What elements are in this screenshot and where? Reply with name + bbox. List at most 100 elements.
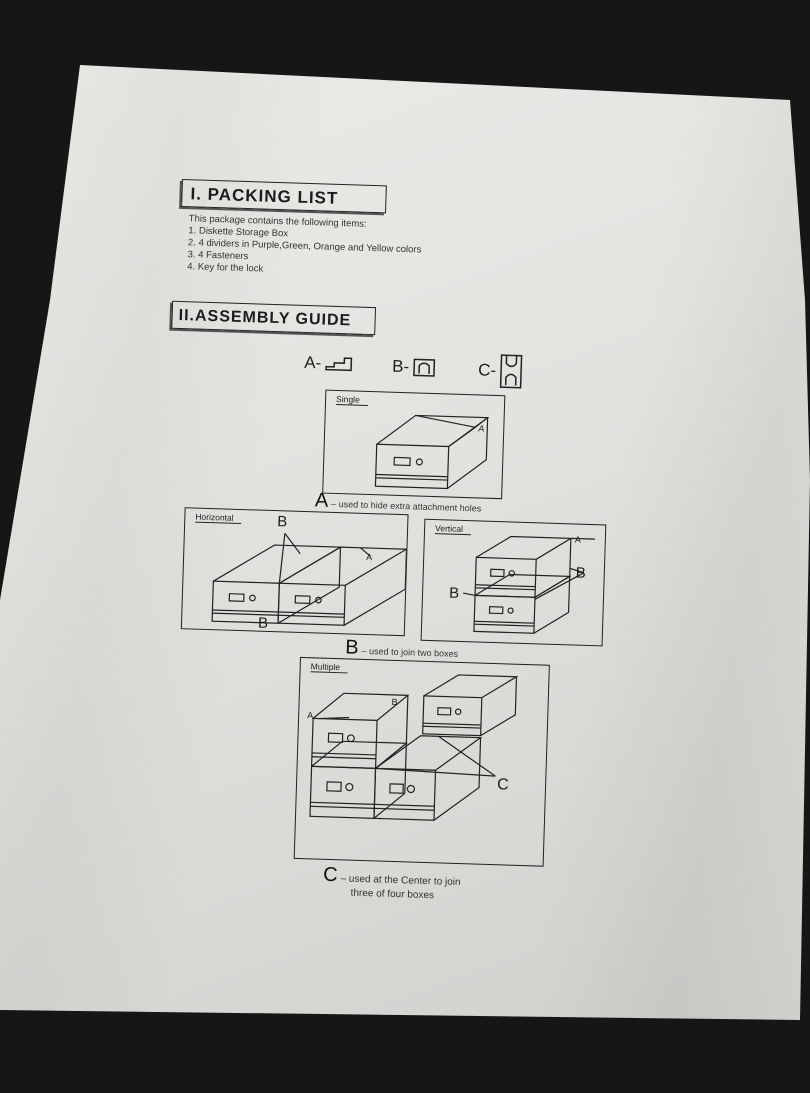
box-lock xyxy=(345,782,354,792)
box-stripe xyxy=(375,473,448,478)
fastener-a-icon xyxy=(325,357,353,372)
callout-b-left: B xyxy=(448,584,460,602)
box-stripe xyxy=(475,587,536,591)
caption-c: C– used at the Center to join three of f… xyxy=(322,864,461,902)
callout-line xyxy=(360,547,371,557)
box-stripe xyxy=(375,477,448,481)
box-front xyxy=(277,582,346,626)
callout-line xyxy=(570,537,595,540)
caption-b-letter: B xyxy=(344,636,360,659)
box-top xyxy=(375,735,483,771)
callout-a: A xyxy=(366,551,373,563)
box-top xyxy=(423,674,519,699)
callout-a: A xyxy=(574,534,582,545)
caption-c-letter: C xyxy=(322,863,338,887)
box-lock xyxy=(415,458,423,466)
box-stripe xyxy=(310,801,375,805)
box-label-window xyxy=(488,606,504,615)
box-label-window xyxy=(389,783,404,794)
fastener-c-icon xyxy=(499,354,523,389)
box-stripe xyxy=(422,725,481,729)
box-lock xyxy=(406,784,416,794)
box-stripe xyxy=(212,609,279,613)
callout-line xyxy=(375,767,496,777)
box-front xyxy=(211,580,280,624)
box-front xyxy=(309,765,377,819)
box-stripe xyxy=(310,805,375,809)
box-lock xyxy=(249,594,256,602)
box-label-window xyxy=(326,781,342,792)
part-c: C- xyxy=(478,352,524,389)
box-stripe xyxy=(278,614,345,618)
vertical-boxes-illustration xyxy=(462,535,595,634)
callout-line xyxy=(474,417,488,428)
callout-a: A xyxy=(307,710,314,721)
single-diagram: Single A xyxy=(322,389,506,500)
box-front xyxy=(374,443,450,490)
box-side xyxy=(533,576,571,634)
part-a: A- xyxy=(304,353,355,375)
box-stripe xyxy=(422,722,481,726)
box-lock xyxy=(507,607,514,614)
vertical-diagram: Vertical A B B xyxy=(420,518,607,647)
box-stripe xyxy=(474,623,535,627)
callout-line xyxy=(278,533,286,584)
callout-line xyxy=(534,572,585,600)
callout-b: B xyxy=(391,696,398,708)
horizontal-boxes-illustration xyxy=(211,533,408,626)
box-label-window xyxy=(294,595,311,605)
caption-b-text: – used to join two boxes xyxy=(361,645,459,659)
callout-line xyxy=(438,735,496,777)
box-top xyxy=(474,573,572,598)
box-top xyxy=(311,740,408,769)
box-front xyxy=(422,695,483,737)
box-stripe xyxy=(474,620,535,624)
box-label-window xyxy=(228,593,245,602)
box-front xyxy=(473,594,536,634)
box-side xyxy=(433,737,482,821)
box-label-window xyxy=(437,707,452,716)
box-stripe xyxy=(475,584,536,588)
box-side xyxy=(447,417,489,489)
box-top xyxy=(312,692,410,721)
box-stripe xyxy=(212,612,279,616)
box-stripe xyxy=(374,803,435,807)
callout-b-bottom: B xyxy=(257,614,269,632)
box-stripe xyxy=(278,611,345,615)
packing-list: This package contains the following item… xyxy=(187,213,422,280)
multiple-boxes-illustration xyxy=(309,674,519,821)
callout-line xyxy=(448,426,476,447)
box-side xyxy=(277,547,342,624)
box-front xyxy=(373,767,437,821)
callout-a: A xyxy=(478,423,485,434)
caption-c-text-line2: three of four boxes xyxy=(350,887,435,902)
part-b: B- xyxy=(392,356,437,379)
packing-list-title: I. PACKING LIST xyxy=(181,178,387,214)
part-c-label: C- xyxy=(477,360,497,380)
box-top xyxy=(475,535,573,560)
box-stripe xyxy=(311,752,376,756)
box-side xyxy=(373,743,407,819)
box-front xyxy=(310,717,378,769)
horizontal-diagram: Horizontal B B A xyxy=(180,507,409,637)
caption-c-text: – used at the Center to join xyxy=(340,873,461,889)
box-stripe xyxy=(374,807,435,811)
box-lock xyxy=(346,734,355,743)
box-top xyxy=(279,546,408,586)
box-side xyxy=(480,676,518,737)
box-label-window xyxy=(393,456,411,467)
callout-line xyxy=(569,567,584,574)
callout-b-right: B xyxy=(575,564,587,582)
box-lock xyxy=(508,570,516,577)
part-a-label: A- xyxy=(303,352,322,373)
caption-a-letter: A xyxy=(314,489,329,512)
callout-line xyxy=(415,414,476,428)
box-label-window xyxy=(327,732,344,743)
box-lock xyxy=(454,708,462,716)
box-lock xyxy=(315,596,322,604)
callout-line xyxy=(319,716,350,720)
single-box-illustration xyxy=(374,414,490,490)
assembly-guide-title: II.ASSEMBLY GUIDE xyxy=(171,300,377,336)
callout-b-top: B xyxy=(276,513,288,531)
